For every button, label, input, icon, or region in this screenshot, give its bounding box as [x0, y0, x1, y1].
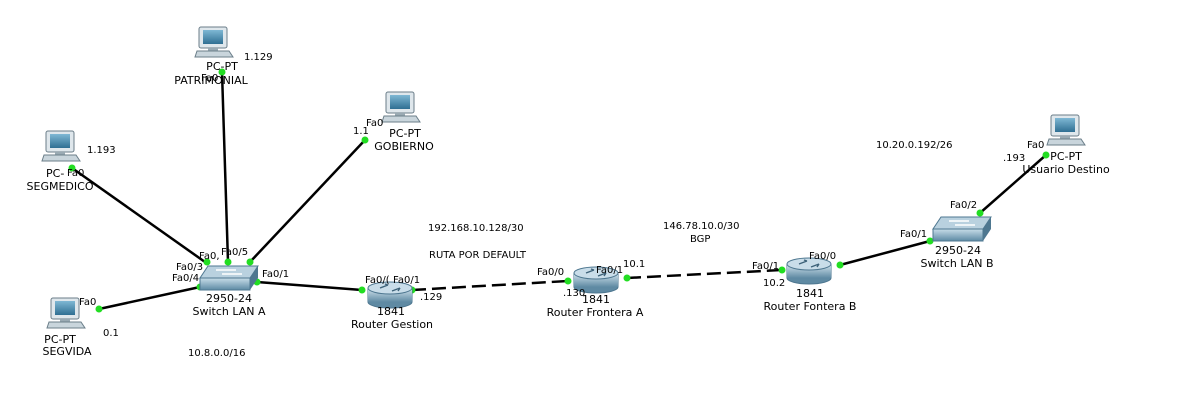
pc-gobierno-port: Fa0: [366, 118, 384, 129]
link-dot: [564, 277, 572, 285]
router-frontera-b-ip: 10.2: [763, 278, 786, 289]
pc-patrimonial-model: PC-PT: [206, 60, 238, 73]
router-icon[interactable]: [573, 266, 619, 294]
link-dot: [836, 261, 844, 269]
router-frontera-b-port-label: Fa0/1: [752, 261, 780, 272]
pc-segmedico-port: Fa0: [67, 168, 85, 179]
note-default-route: RUTA POR DEFAULT: [429, 250, 526, 261]
router-frontera-a-port-label: Fa0/1: [596, 265, 624, 276]
link-segmedico-switch-a: [71, 166, 206, 264]
switch-b-name: Switch LAN B: [920, 257, 994, 270]
pc-patrimonial-port: Fa0: [201, 73, 219, 84]
pc-icon[interactable]: [194, 26, 234, 58]
link-status-dots: [68, 68, 1050, 313]
link-dot: [778, 266, 786, 274]
link-frontera-a-frontera-b: [626, 268, 783, 280]
link-dot: [358, 286, 366, 294]
pc-icon[interactable]: [46, 297, 86, 329]
link-dot: [926, 237, 934, 245]
link-dot: [203, 258, 211, 266]
router-frontera-a-name: Router Frontera A: [546, 306, 644, 319]
switch-b-model: 2950-24: [935, 244, 981, 257]
pc-icon[interactable]: [381, 91, 421, 123]
link-dot: [218, 68, 226, 76]
note-net-lan-b: 10.20.0.192/26: [876, 140, 953, 151]
router-frontera-b-model: 1841: [796, 287, 824, 300]
pc-segvida-ip: 0.1: [103, 328, 119, 339]
switch-a-port-label: Fa0/4: [172, 273, 200, 284]
switch-icon[interactable]: [199, 265, 259, 291]
link-dot: [224, 258, 232, 266]
note-bgp: BGP: [690, 234, 711, 245]
pc-segvida-model: PC-PT: [44, 333, 76, 346]
router-gestion-model: 1841: [377, 305, 405, 318]
pc-usuario-destino-model: PC-PT: [1050, 150, 1082, 163]
router-gestion-port-label: Fa0/1: [393, 275, 421, 286]
pc-gobierno-model: PC-PT: [389, 127, 421, 140]
link-dot: [361, 136, 369, 144]
switch-b-port-label: Fa0/2: [950, 200, 978, 211]
link-frontera-b-switch-b: [839, 239, 931, 267]
note-net-gestion: 192.168.10.128/30: [428, 223, 524, 234]
pc-segmedico-name: SEGMEDICO: [26, 180, 94, 193]
link-segvida-switch-a: [98, 285, 201, 311]
pc-gobierno-ip: 1.1: [353, 126, 369, 137]
switch-a-port-label: Fa0/1: [262, 269, 290, 280]
pc-segvida-name: SEGVIDA: [42, 345, 92, 358]
link-dot: [1042, 151, 1050, 159]
link-dot: [95, 305, 103, 313]
link-dot: [68, 164, 76, 172]
switch-a-port-label: Fa0/5: [221, 247, 249, 258]
note-net-lan-a: 10.8.0.0/16: [188, 348, 246, 359]
pc-usuario-destino-port: Fa0: [1027, 140, 1045, 151]
pc-patrimonial-name: PATRIMONIAL: [174, 74, 248, 87]
switch-a-port-label: Fa0,: [199, 251, 220, 262]
router-gestion-ip: .129: [420, 292, 443, 303]
link-switch-a-router-gestion: [256, 280, 363, 292]
router-gestion-name: Router Gestion: [350, 318, 434, 331]
router-icon[interactable]: [786, 257, 832, 285]
switch-a-name: Switch LAN A: [192, 305, 266, 318]
switch-a-port-label: Fa0/3: [176, 262, 204, 273]
note-net-wan: 146.78.10.0/30: [663, 221, 740, 232]
link-patrimonial-switch-a: [220, 71, 230, 263]
pc-usuario-destino-ip: .193: [1003, 153, 1026, 164]
router-frontera-a-ip: 10.1: [623, 259, 646, 270]
pc-segmedico-model: PC-: [46, 167, 65, 180]
switch-icon[interactable]: [932, 216, 992, 242]
link-dot: [623, 274, 631, 282]
pc-segvida-port: Fa0: [79, 297, 97, 308]
switch-a-model: 2950-24: [206, 292, 252, 305]
link-gobierno-switch-a: [249, 139, 366, 263]
pc-icon[interactable]: [41, 130, 81, 162]
router-frontera-a-ip: .130: [563, 288, 586, 299]
router-icon[interactable]: [367, 281, 413, 309]
pc-icon[interactable]: [1046, 114, 1086, 146]
router-frontera-a-model: 1841: [582, 293, 610, 306]
router-frontera-a-port-label: Fa0/0: [537, 267, 565, 278]
pc-usuario-destino-name: Usuario Destino: [1022, 163, 1110, 176]
router-frontera-b-port-label: Fa0/0: [809, 251, 837, 262]
link-gestion-frontera-a: [411, 279, 569, 292]
pc-gobierno-name: GOBIERNO: [374, 140, 434, 153]
router-gestion-port-label: Fa0/(: [365, 275, 390, 286]
pc-segmedico-ip: 1.193: [87, 145, 116, 156]
pc-patrimonial-ip: 1.129: [244, 52, 273, 63]
router-frontera-b-name: Router Fontera B: [763, 300, 857, 313]
link-dot: [976, 209, 984, 217]
switch-b-port-label: Fa0/1: [900, 229, 928, 240]
link-dot: [246, 258, 254, 266]
links: [71, 71, 1047, 311]
link-switch-b-usuario-destino: [979, 154, 1047, 214]
